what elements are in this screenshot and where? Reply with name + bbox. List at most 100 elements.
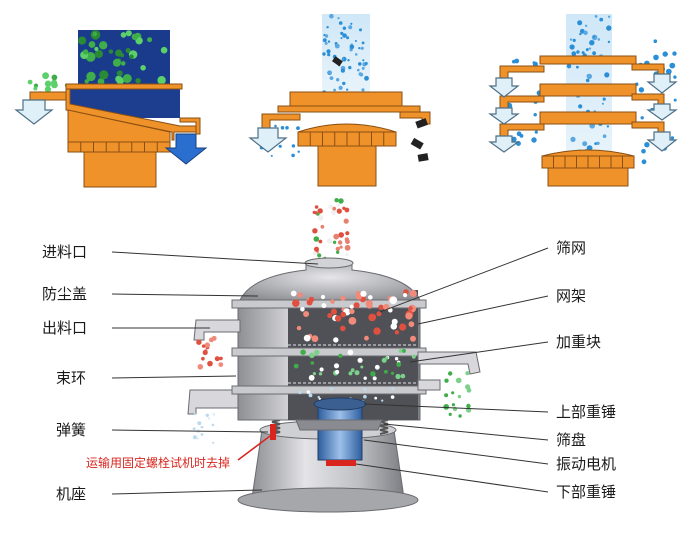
particle [641,148,646,154]
particle [334,43,340,49]
particle [51,79,58,86]
particle [326,238,333,244]
particle [378,304,384,310]
particle [466,403,471,409]
particle [300,307,305,312]
particle [403,293,408,298]
particle [330,299,335,304]
deck-3b [539,83,637,97]
main-machine-cutaway [111,198,549,513]
particle [27,79,33,85]
particle [340,68,345,73]
particle [653,39,658,43]
particle [606,25,612,31]
particle [353,302,360,309]
deck-3a [539,55,637,65]
particle [347,59,350,62]
particle [390,371,395,375]
chute-3-left-top [499,65,545,79]
feed-particle-stream [312,198,351,263]
particle [408,306,413,311]
particle [405,312,413,320]
particle [363,387,367,391]
base-slats [80,142,158,152]
particle [531,137,537,143]
particle [330,308,337,315]
label-upper-weight: 上部重锤 [556,403,617,421]
particle [322,38,327,43]
particle [122,74,132,83]
particle [116,70,123,77]
particle [354,370,360,376]
particle [314,246,319,252]
particle [346,88,349,91]
warning-pointer [237,435,271,461]
particle [291,144,296,148]
panel-separation-2 [248,13,431,187]
particle [588,47,592,50]
chute-3-right-low [631,121,665,133]
particle [579,32,582,36]
particle [326,49,331,54]
particle [314,349,320,355]
particle [51,74,58,81]
particle [372,376,377,381]
particle [444,378,449,383]
particle [360,46,364,50]
outlet-chute-upper-left [193,319,241,341]
particle [576,50,580,54]
particle [363,376,367,380]
particle [342,57,345,60]
particle [584,24,588,27]
base-foot [237,487,419,513]
particle [336,208,342,214]
particle [381,357,387,363]
label-machine-base: 机座 [56,485,87,503]
particle [345,231,350,236]
panel-separation-1 [14,30,208,188]
particle [140,65,146,71]
particle [205,413,209,417]
particle [44,86,52,93]
particle [443,404,450,410]
particle [300,349,306,356]
particle [336,78,340,82]
particle [391,318,398,325]
particle [389,296,398,305]
particle [400,373,406,379]
vibration-motor [317,403,363,461]
particle [410,335,416,342]
particle [201,426,204,429]
particle [511,136,517,142]
label-spring: 弹簧 [56,421,87,439]
particle [328,70,332,75]
particle [204,342,210,348]
particle [585,48,589,52]
particle [88,41,96,48]
particle [596,141,600,145]
particle [514,58,520,64]
particle [566,63,572,69]
particle [361,66,365,70]
particle [359,28,362,32]
particle [340,295,346,301]
particle [336,250,340,254]
particle [572,38,576,43]
particle [310,361,315,365]
particle [348,65,352,70]
particle [319,367,324,372]
particle [207,417,211,420]
particle [42,72,49,80]
callout-lines [111,247,549,495]
particle [601,102,605,105]
particle [594,142,597,146]
particle [338,198,344,204]
particle [334,315,342,322]
particle [312,251,317,256]
particle [202,349,208,356]
particle [448,412,452,416]
particle [94,49,103,59]
particle [320,294,326,300]
particle [120,32,127,38]
